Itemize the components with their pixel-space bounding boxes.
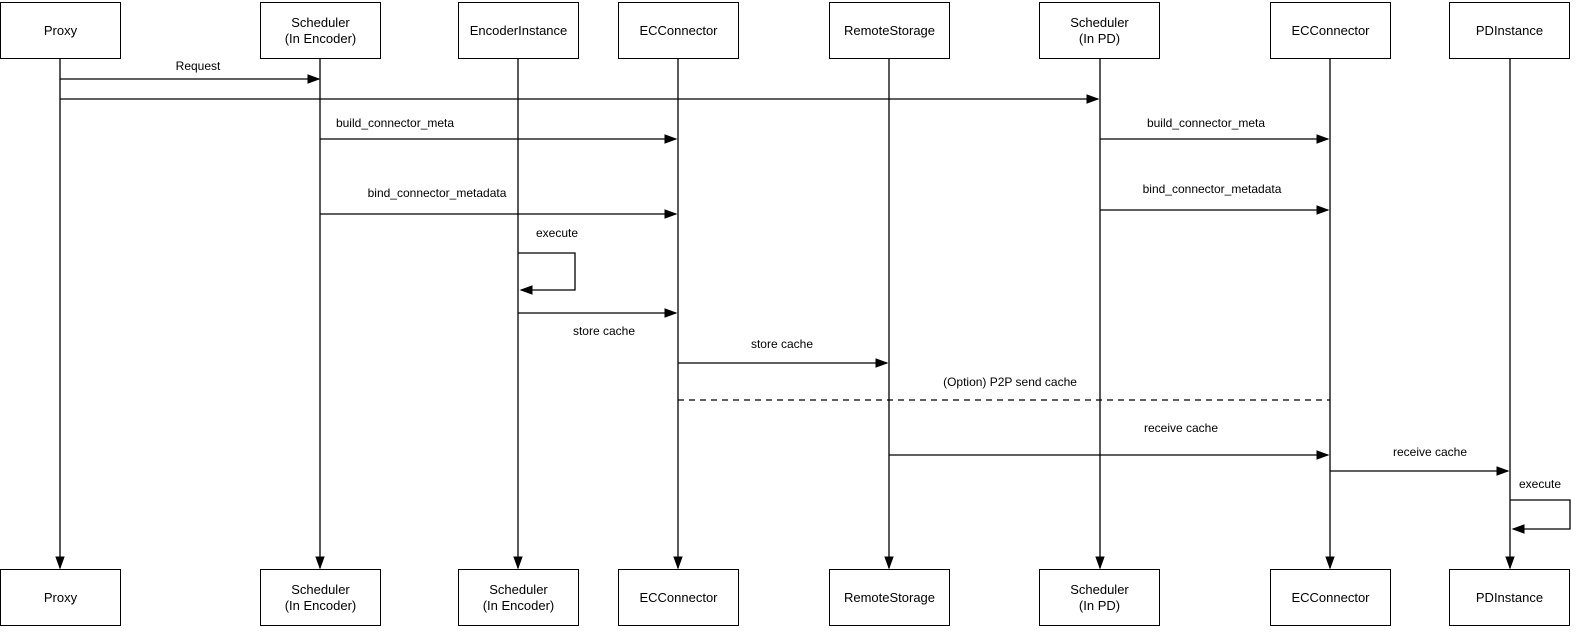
label-bind-connector-metadata-left: bind_connector_metadata [365,186,509,200]
actor-top-proxy: Proxy [0,2,121,59]
actor-top-encoder-instance: EncoderInstance [458,2,579,59]
actor-top-scheduler-in-encoder: Scheduler (In Encoder) [260,2,381,59]
label-bind-connector-metadata-right: bind_connector_metadata [1140,182,1284,196]
self-loop-execute-pd [1510,499,1571,534]
label-receive-cache-pd: receive cache [1390,445,1470,459]
actor-bottom-ec-connector-pd: ECConnector [1270,569,1391,626]
label-execute-pd: execute [1516,477,1564,491]
actor-bottom-scheduler-in-pd: Scheduler (In PD) [1039,569,1160,626]
actor-top-ec-connector-encoder: ECConnector [618,2,739,59]
label-build-connector-meta-left: build_connector_meta [333,116,457,130]
self-loop-execute-encoder [518,252,576,295]
actor-bottom-encoder-instance: Scheduler (In Encoder) [458,569,579,626]
actor-bottom-ec-connector-encoder: ECConnector [618,569,739,626]
label-build-connector-meta-right: build_connector_meta [1144,116,1268,130]
actor-bottom-pd-instance: PDInstance [1449,569,1570,626]
actor-bottom-scheduler-in-encoder: Scheduler (In Encoder) [260,569,381,626]
label-request: Request [173,59,223,73]
label-store-cache-encoder: store cache [570,324,638,338]
actor-bottom-proxy: Proxy [0,569,121,626]
actor-bottom-remote-storage: RemoteStorage [829,569,950,626]
actor-top-scheduler-in-pd: Scheduler (In PD) [1039,2,1160,59]
label-p2p-send-cache: (Option) P2P send cache [941,375,1079,389]
label-store-cache-remote: store cache [748,337,816,351]
actor-top-pd-instance: PDInstance [1449,2,1570,59]
actor-top-remote-storage: RemoteStorage [829,2,950,59]
label-receive-cache-remote: receive cache [1141,421,1221,435]
label-execute-encoder: execute [533,226,581,240]
actor-top-ec-connector-pd: ECConnector [1270,2,1391,59]
